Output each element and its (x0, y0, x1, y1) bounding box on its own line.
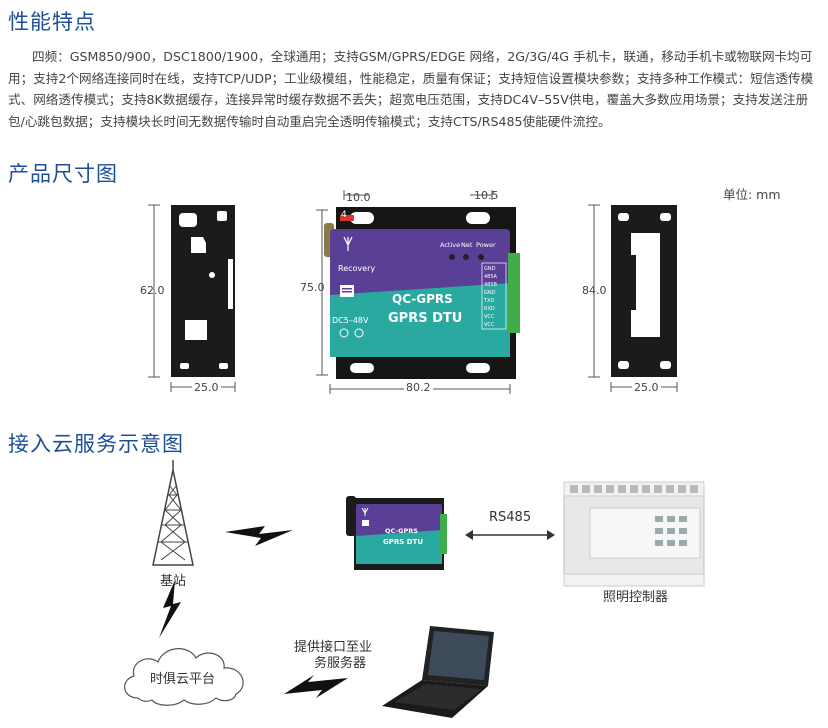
dimensions-title: 产品尺寸图 (8, 162, 118, 186)
dtu-name-small: GPRS DTU (383, 538, 424, 546)
pin-label: VCC (484, 314, 495, 320)
pin-label: 485B (484, 282, 497, 288)
led-power-label: Power (476, 241, 496, 249)
led-net-label: Net (461, 241, 473, 249)
unit-label: 单位: mm (723, 187, 781, 202)
base-station-label: 基站 (160, 574, 187, 589)
interface-note-line1: 提供接口至业 (294, 640, 373, 655)
pin-label: TXD (484, 298, 495, 304)
cloud-platform-label: 时俱云平台 (150, 672, 216, 687)
dtu-model-small: QC-GPRS (385, 527, 418, 535)
front-top-right-dim: 10.5 (474, 189, 499, 202)
led-active-label: Active (440, 241, 461, 249)
pin-label: RXD (484, 306, 495, 312)
front-top-left-dim: 10.0 (346, 191, 371, 204)
front-height-dim: 75.0 (300, 281, 325, 294)
front-view-drawing (316, 190, 520, 394)
right-view-width: 25.0 (632, 381, 661, 394)
laptop-icon (382, 626, 494, 718)
device-model: QC-GPRS (392, 292, 453, 306)
signal-bolt-icon (284, 675, 348, 698)
device-name: GPRS DTU (388, 311, 463, 326)
lighting-controller-image (563, 481, 705, 587)
right-view-height: 84.0 (582, 284, 607, 297)
left-view-width: 25.0 (192, 381, 221, 394)
pin-label: 485A (484, 274, 497, 280)
features-title: 性能特点 (8, 10, 96, 34)
pin-label: GND (484, 266, 496, 272)
bidirectional-arrow-icon (465, 530, 555, 540)
rs485-label: RS485 (489, 510, 532, 525)
interface-note-line2: 务服务器 (314, 656, 367, 671)
left-view-height: 62.0 (140, 284, 165, 297)
front-slot-number: 4 (341, 210, 347, 220)
pin-labels: GND 485A 485B GND TXD RXD VCC VCC (484, 265, 506, 329)
device-power-spec: DC5–48V (332, 316, 369, 325)
device-recovery-label: Recovery (338, 264, 376, 273)
pin-label: VCC (484, 322, 495, 328)
features-description: 四频：GSM850/900，DSC1800/1900，全球通用；支持GSM/GP… (8, 49, 814, 129)
lighting-controller-label: 照明控制器 (603, 590, 669, 605)
left-view-drawing (148, 204, 236, 392)
right-view-drawing (588, 204, 678, 392)
signal-bolt-icon (159, 580, 181, 638)
cloud-icon (124, 648, 244, 706)
base-station-tower-icon (152, 460, 194, 566)
dtu-device-image (346, 496, 447, 570)
signal-bolt-icon (225, 526, 293, 546)
pin-label: GND (484, 290, 496, 296)
front-width-dim: 80.2 (404, 381, 433, 394)
cloud-title: 接入云服务示意图 (8, 432, 184, 456)
